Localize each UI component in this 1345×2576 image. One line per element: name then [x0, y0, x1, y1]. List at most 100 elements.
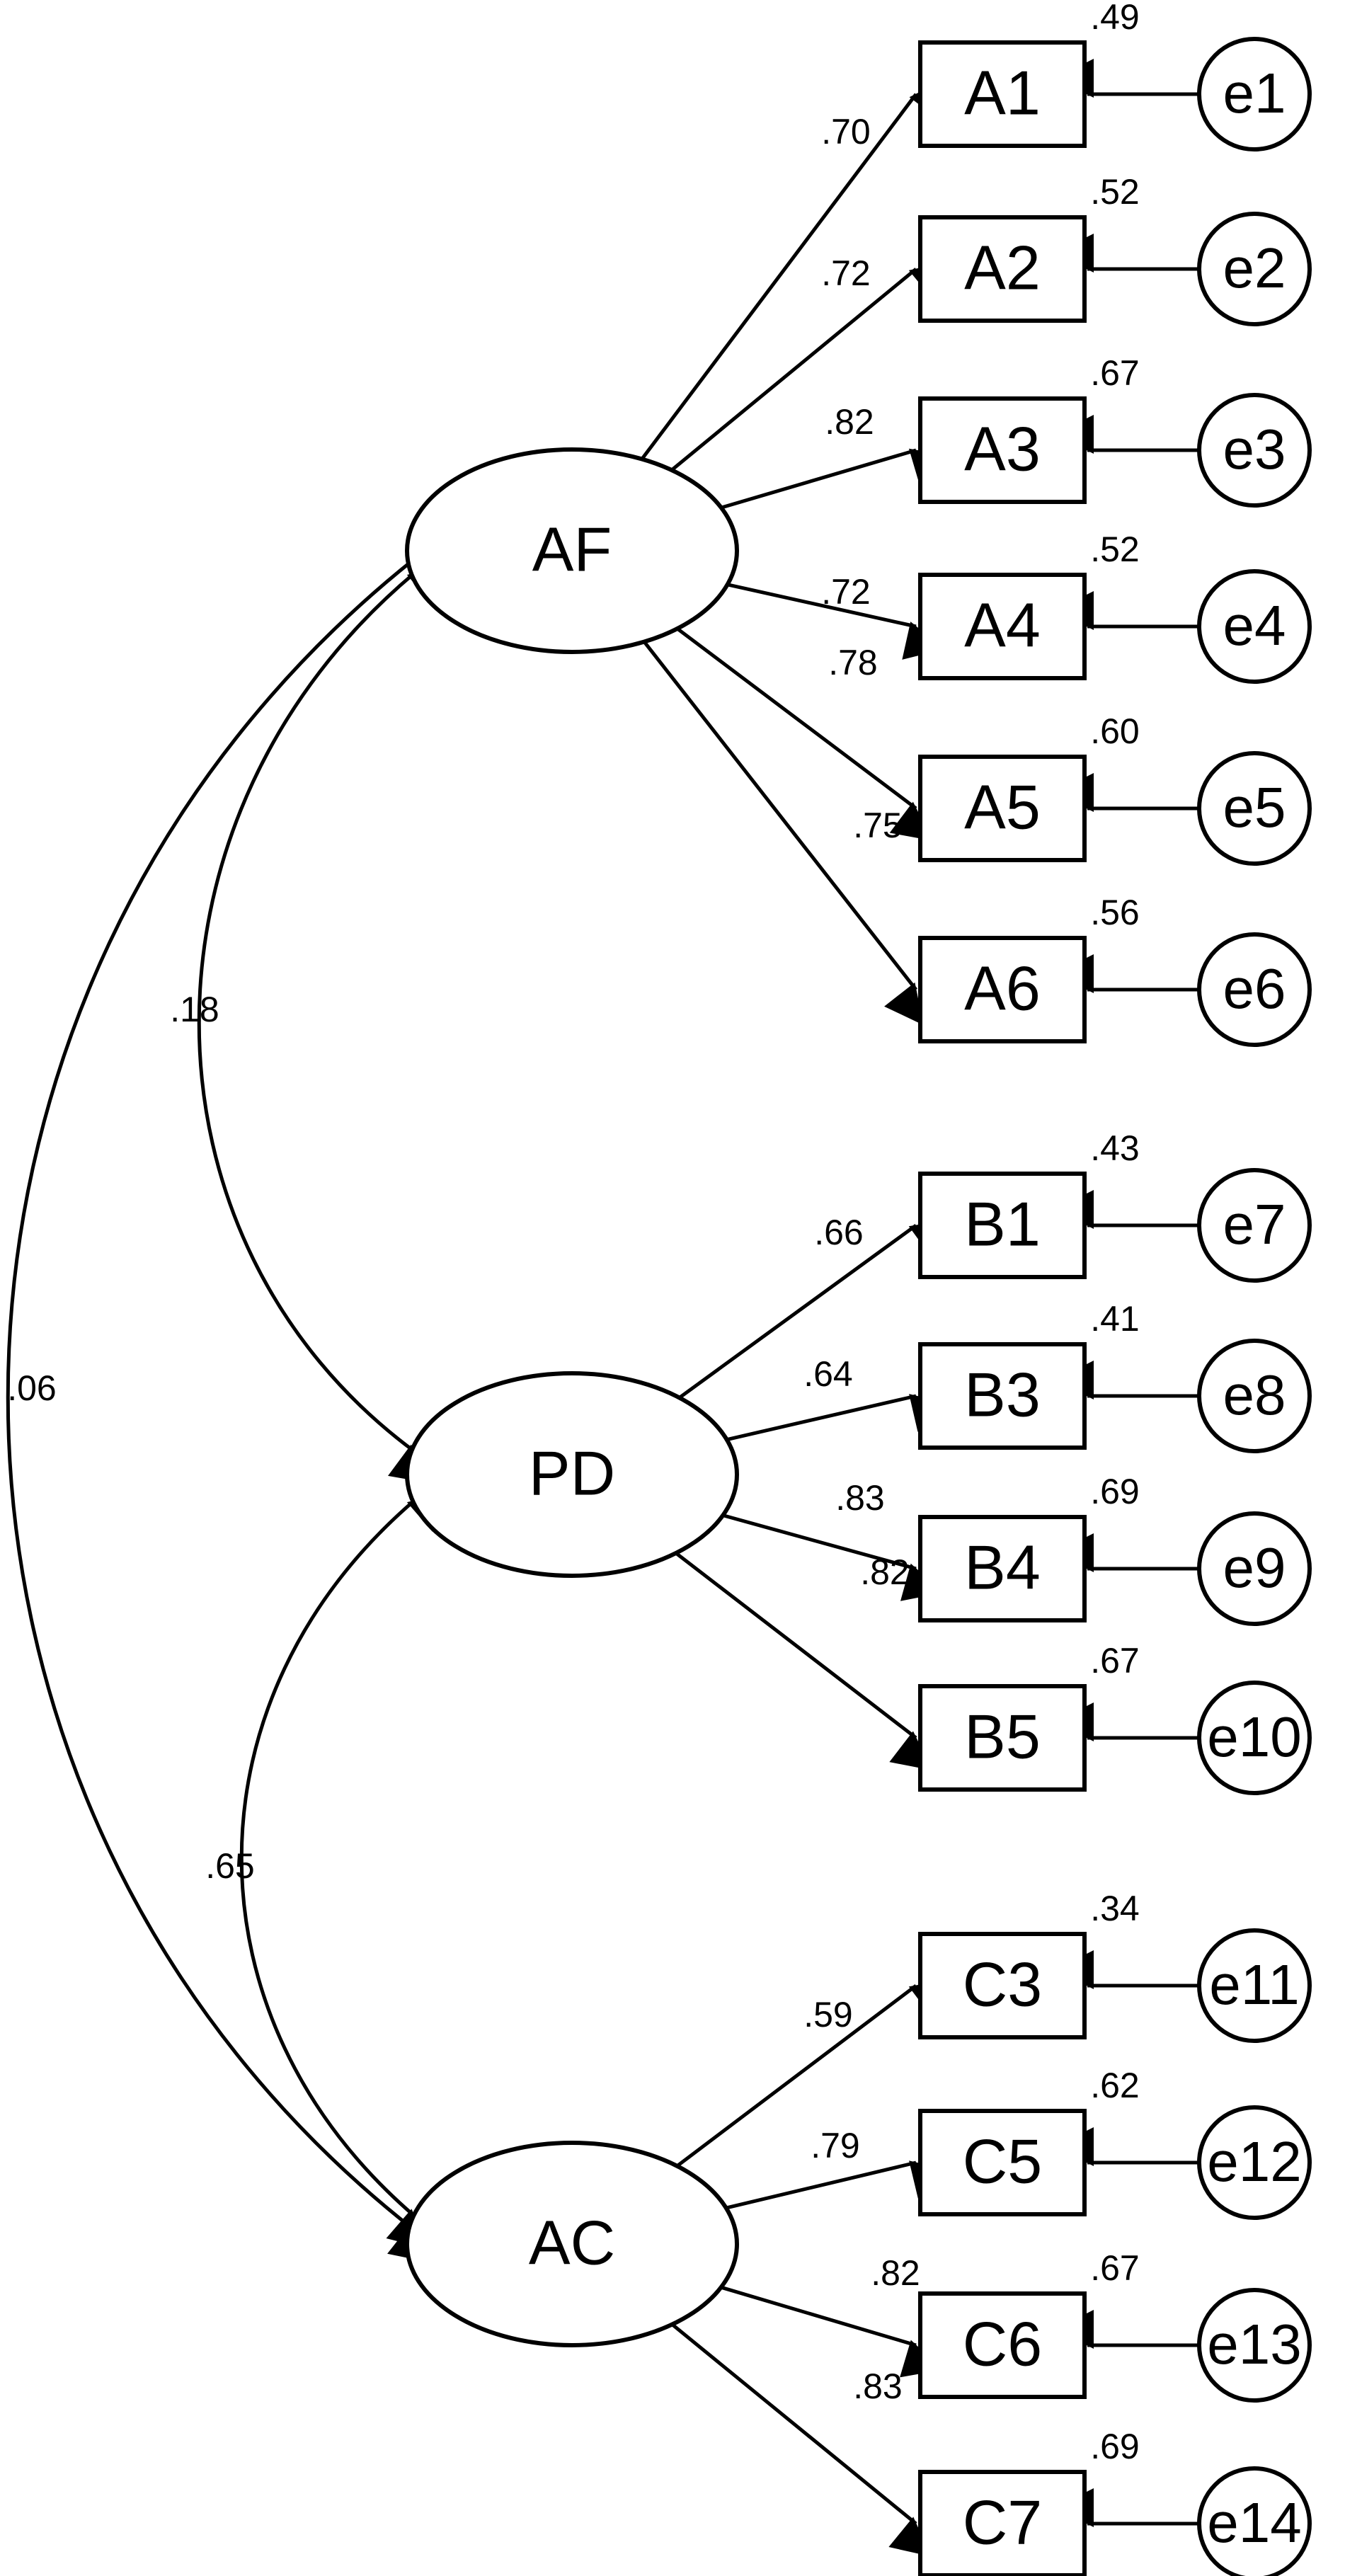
correlation-af-pd-arc: [197, 564, 450, 1484]
latent-af-label: AF: [532, 514, 612, 584]
indicator-c3-label: C3: [963, 1949, 1043, 2019]
error-e11-label: e11: [1209, 1953, 1300, 2016]
loading-b3-label: .64: [803, 1354, 853, 1394]
loading-path-b1: [678, 1219, 952, 1399]
indicator-b5-box: [918, 1684, 1087, 1792]
r2-c7-label: .69: [1090, 2427, 1140, 2466]
indicator-a5-box: [918, 755, 1087, 862]
error-e13-label: e13: [1207, 2313, 1301, 2376]
loading-path-a6: [643, 641, 924, 1026]
loading-path-c3: [676, 1979, 952, 2168]
loading-a2-label: .72: [821, 253, 871, 293]
error-e1-label: e1: [1223, 62, 1286, 125]
loading-c7-label: .83: [853, 2366, 903, 2406]
indicator-b4-box: [918, 1515, 1087, 1622]
indicator-c7-box: [918, 2470, 1087, 2576]
loading-path-a2: [670, 261, 951, 472]
r2-a5-label: .60: [1090, 711, 1140, 751]
loading-path-a5: [676, 627, 933, 841]
loading-a6-label: .75: [853, 806, 903, 845]
indicator-b3-box: [918, 1342, 1087, 1450]
correlation-pd-ac-label: .65: [205, 1846, 255, 1886]
r2-b3-label: .41: [1090, 1299, 1140, 1339]
indicator-a6-box: [918, 936, 1087, 1043]
error-e7-label: e7: [1223, 1193, 1286, 1256]
indicator-b4-label: B4: [964, 1532, 1041, 1602]
r2-b5-label: .67: [1090, 1641, 1140, 1681]
error-e6-circle: [1197, 932, 1312, 1047]
indicator-c5-box: [918, 2109, 1087, 2216]
r2-a2-label: .52: [1090, 172, 1140, 212]
latent-pd-label: PD: [529, 1438, 615, 1508]
indicator-a2-box: [918, 215, 1087, 323]
r2-a3-label: .67: [1090, 353, 1140, 393]
error-e8-label: e8: [1223, 1363, 1286, 1426]
indicator-b1-label: B1: [964, 1189, 1041, 1259]
error-e3-circle: [1197, 393, 1312, 508]
r2-c5-label: .62: [1090, 2066, 1140, 2105]
latent-pd-ellipse: [405, 1371, 739, 1578]
indicator-a4-label: A4: [964, 590, 1041, 660]
loading-path-b4: [722, 1513, 944, 1601]
r2-a4-label: .52: [1090, 529, 1140, 569]
r2-a1-label: .49: [1090, 0, 1140, 37]
latent-ac-label: AC: [529, 2207, 615, 2277]
error-e12-circle: [1197, 2105, 1312, 2220]
error-e5-label: e5: [1223, 776, 1286, 839]
loading-a5-label: .78: [828, 643, 878, 682]
error-e6-label: e6: [1223, 957, 1286, 1020]
indicator-b1-box: [918, 1172, 1087, 1279]
error-e14-label: e14: [1207, 2491, 1301, 2554]
error-e10-label: e10: [1207, 1705, 1301, 1768]
loading-path-a4: [727, 583, 945, 660]
loading-path-c6: [720, 2285, 943, 2378]
error-e5-circle: [1197, 751, 1312, 866]
error-e11-circle: [1197, 1928, 1312, 2043]
r2-b1-label: .43: [1090, 1128, 1140, 1168]
loading-c3-label: .59: [803, 1995, 853, 2034]
indicator-a3-label: A3: [964, 413, 1041, 483]
error-e9-label: e9: [1223, 1536, 1286, 1599]
loading-a4-label: .72: [821, 572, 871, 612]
indicator-a1-box: [918, 40, 1087, 148]
error-e4-circle: [1197, 569, 1312, 684]
loading-b5-label: .82: [860, 1552, 910, 1592]
error-e2-circle: [1197, 212, 1312, 326]
error-e13-circle: [1197, 2288, 1312, 2403]
error-e2-label: e2: [1223, 236, 1286, 299]
correlation-pd-ac-arc: [239, 1491, 450, 2250]
indicator-a3-box: [918, 396, 1087, 504]
r2-b4-label: .69: [1090, 1472, 1140, 1511]
loading-b4-label: .83: [835, 1478, 885, 1518]
loading-b1-label: .66: [814, 1213, 864, 1252]
loading-path-c7: [670, 2323, 932, 2557]
r2-c3-label: .34: [1090, 1889, 1140, 1928]
error-e7-circle: [1197, 1168, 1312, 1283]
r2-c6-label: .67: [1090, 2248, 1140, 2288]
latent-ac-ellipse: [405, 2141, 739, 2347]
indicator-a4-box: [918, 573, 1087, 680]
indicator-c5-label: C5: [963, 2126, 1043, 2196]
indicator-b5-label: B5: [964, 1701, 1041, 1771]
loading-c5-label: .79: [811, 2126, 860, 2165]
error-e10-circle: [1197, 1681, 1312, 1795]
indicator-a6-label: A6: [964, 953, 1041, 1023]
loading-path-b5: [675, 1552, 932, 1770]
loading-path-a1: [640, 77, 949, 460]
loading-a3-label: .82: [825, 402, 874, 442]
loading-path-c5: [726, 2160, 951, 2210]
error-e14-circle: [1197, 2466, 1312, 2576]
error-e9-circle: [1197, 1511, 1312, 1626]
r2-a6-label: .56: [1090, 893, 1140, 932]
indicator-a2-label: A2: [964, 232, 1041, 302]
error-e12-label: e12: [1207, 2130, 1301, 2193]
correlation-af-ac-arc: [6, 551, 450, 2263]
indicator-c7-label: C7: [963, 2487, 1043, 2557]
indicator-b3-label: B3: [964, 1359, 1041, 1429]
correlation-af-pd-label: .18: [170, 990, 219, 1029]
correlation-af-ac-label: .06: [7, 1368, 57, 1408]
error-e4-label: e4: [1223, 594, 1286, 657]
loading-path-a3: [721, 448, 952, 510]
error-e8-circle: [1197, 1339, 1312, 1453]
